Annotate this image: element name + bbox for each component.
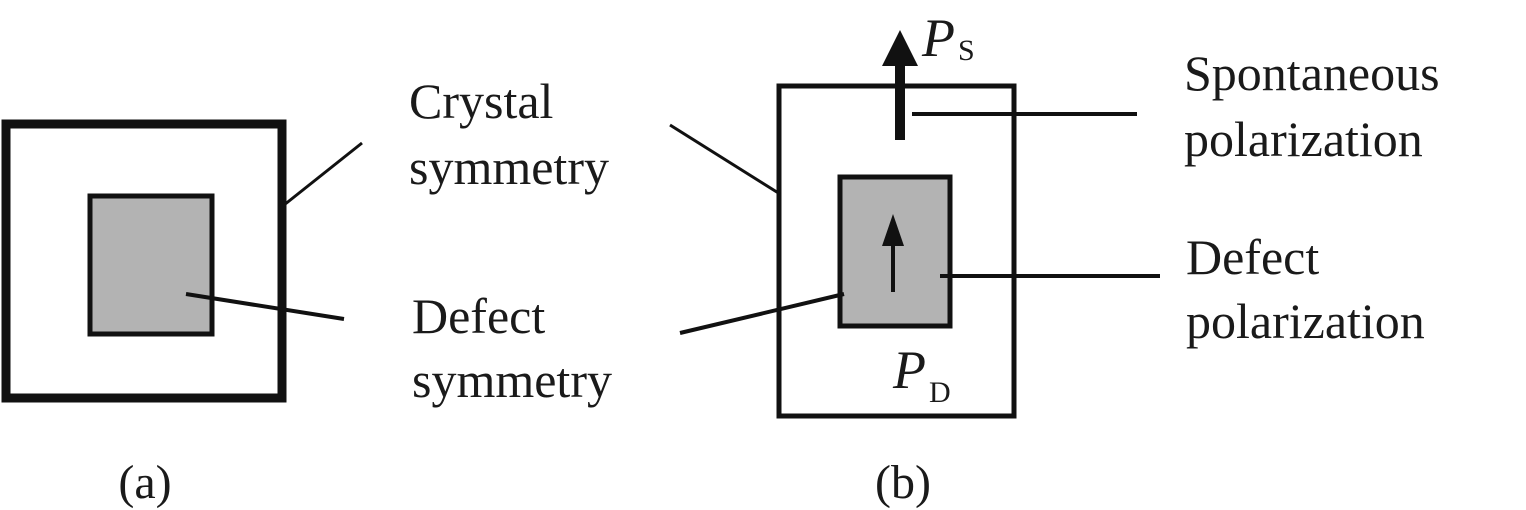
symbol-pd: P D — [892, 340, 951, 409]
label-spontaneous-polarization: Spontaneous polarization — [1184, 45, 1452, 167]
panel-a: (a) — [1, 119, 363, 509]
label-spontaneous-polarization-line1: Spontaneous — [1184, 45, 1440, 101]
caption-b: (b) — [875, 456, 931, 509]
label-defect-symmetry-line2: symmetry — [412, 352, 612, 408]
spontaneous-arrow-head — [882, 30, 918, 66]
symbol-ps-letter: P — [921, 8, 955, 68]
label-crystal-symmetry-line2: symmetry — [409, 139, 609, 195]
panel-b: P S P D (b) — [669, 8, 1160, 509]
label-crystal-symmetry: Crystal symmetry — [409, 73, 609, 195]
label-crystal-symmetry-line1: Crystal — [409, 73, 553, 129]
defect-arrow-head — [882, 214, 904, 246]
defect-box-a — [87, 193, 215, 337]
symbol-ps: P S — [921, 8, 975, 68]
symbol-ps-subscript: S — [958, 34, 975, 67]
label-spontaneous-polarization-line2: polarization — [1184, 111, 1423, 167]
leader-crystal-symmetry-b — [669, 123, 781, 196]
label-defect-polarization: Defect polarization — [1186, 229, 1425, 349]
label-defect-symmetry: Defect symmetry — [412, 288, 612, 408]
leader-defect-symmetry-b — [679, 292, 845, 335]
symbol-pd-subscript: D — [929, 376, 951, 409]
leader-defect-symmetry-a — [185, 292, 345, 321]
label-defect-polarization-line1: Defect — [1186, 229, 1319, 285]
label-defect-polarization-line2: polarization — [1186, 293, 1425, 349]
symbol-pd-letter: P — [892, 340, 926, 400]
caption-a: (a) — [118, 456, 171, 509]
leader-crystal-symmetry-a — [283, 141, 363, 207]
label-defect-symmetry-line1: Defect — [412, 288, 545, 344]
